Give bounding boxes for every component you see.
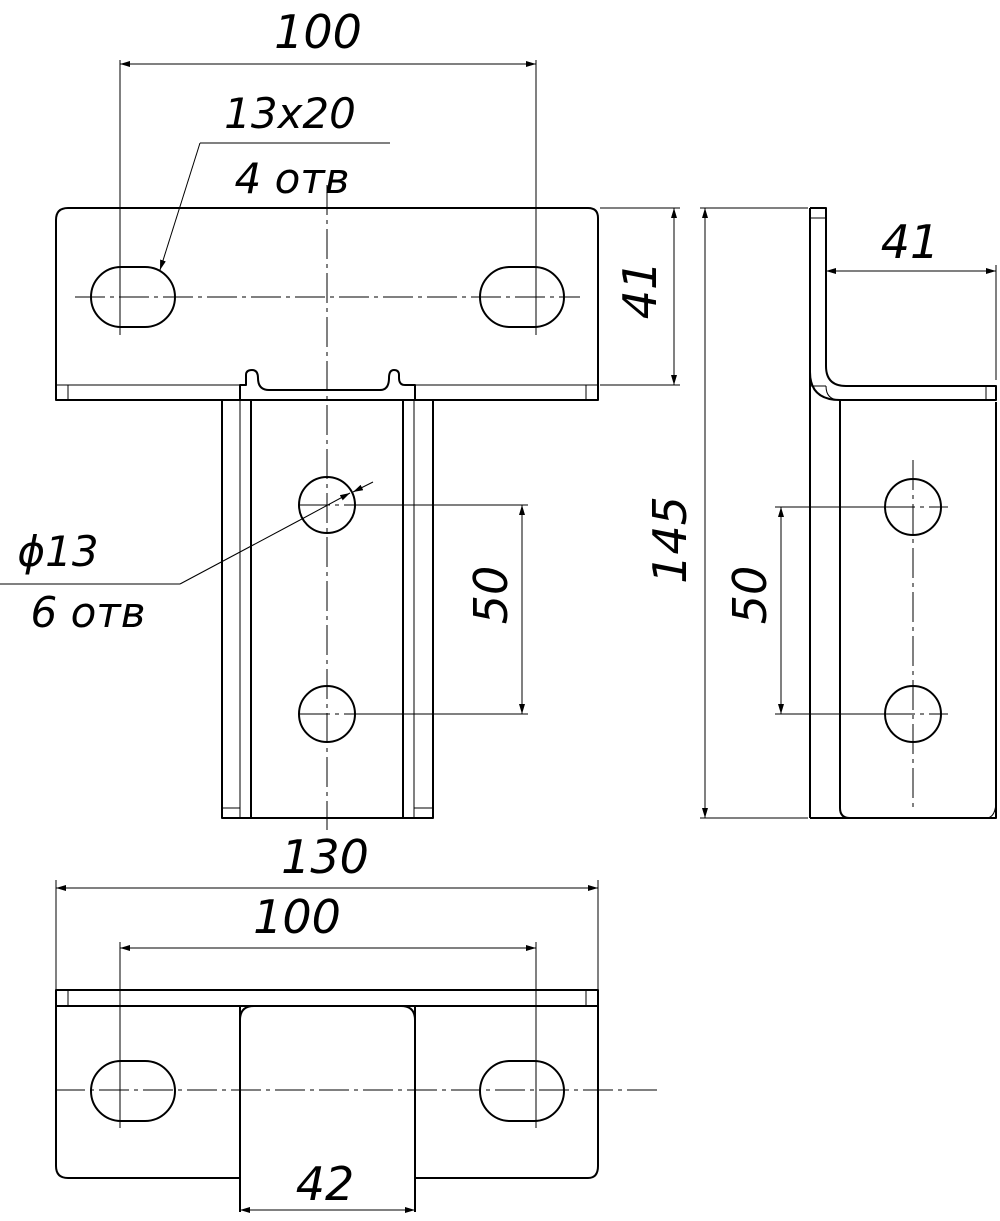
- slot-size-label: 13x20: [224, 89, 356, 138]
- hole-diameter-arrow: [299, 492, 351, 521]
- hole-count-label: 6 отв: [31, 588, 146, 637]
- top-width-label: 100: [274, 5, 362, 59]
- bottom-slot-left: [90, 1060, 176, 1122]
- bottom-right-tab: [414, 1006, 599, 1179]
- bottom-hole-span-label: 100: [253, 890, 341, 944]
- bottom-channel-face: [239, 1005, 416, 1212]
- side-inner-bend: [825, 385, 841, 401]
- channel-width-label: 42: [296, 1157, 355, 1211]
- bottom-view: 130 100 42: [55, 830, 660, 1213]
- hole-diameter-arrow: [352, 481, 374, 493]
- front-view: 100 13x20 4 отв 41 50 ϕ13 6 отв: [0, 5, 680, 830]
- hole-diameter-label: ϕ13: [17, 527, 98, 576]
- total-height-label: 145: [643, 496, 697, 584]
- side-corner: [985, 799, 997, 819]
- bottom-flange-strip: [55, 989, 599, 1007]
- bottom-slot-right: [479, 1060, 565, 1122]
- side-view: 145 41 50: [643, 207, 997, 819]
- side-profile: [810, 207, 997, 819]
- side-flange-width-label: 41: [881, 215, 940, 269]
- slot-leader-line: [159, 142, 201, 271]
- flange-height-label: 41: [613, 261, 667, 320]
- hole-spacing-side-label: 50: [723, 566, 777, 625]
- bottom-total-width-label: 130: [281, 830, 369, 884]
- hole-spacing-front-label: 50: [464, 566, 518, 625]
- slot-count-label: 4 отв: [235, 154, 350, 203]
- hole-leader-line: [179, 519, 301, 585]
- front-flange-plate: [55, 207, 599, 401]
- bottom-left-tab: [55, 1006, 241, 1179]
